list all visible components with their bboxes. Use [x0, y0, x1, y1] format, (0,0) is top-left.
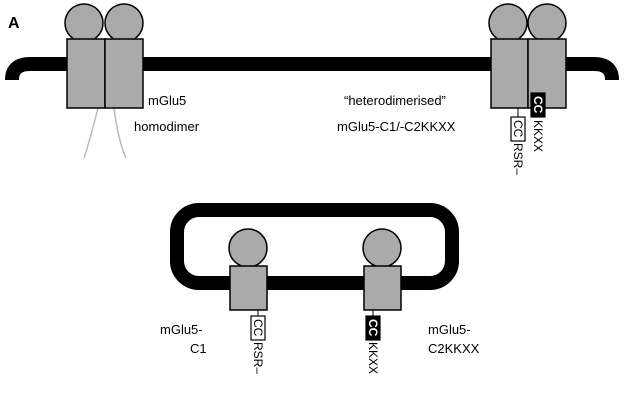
- c1-tag-rsr-text: RSR–: [251, 342, 265, 374]
- c2-tag: CC KKXX: [365, 315, 381, 374]
- c2-label-line2: C2KKXX: [428, 341, 480, 356]
- homodimer-tail-left: [83, 107, 99, 159]
- c1-head: [228, 228, 268, 268]
- c1-body: [229, 265, 268, 311]
- c2-tag-kkxx-text: KKXX: [366, 342, 380, 374]
- homodimer-body-right: [104, 38, 144, 109]
- homodimer-label: mGlu5 homodimer: [134, 93, 200, 134]
- c1-label: mGlu5- C1: [160, 322, 207, 356]
- tag-c1-cc-text: CC: [511, 120, 525, 138]
- heterodimer-head-left: [488, 3, 528, 43]
- homodimer-tail-right: [113, 107, 127, 159]
- homodimer-label-line1: mGlu5: [148, 93, 186, 108]
- panel-label: A: [8, 15, 20, 32]
- homodimer-head-right: [104, 3, 144, 43]
- c1-tag-cc-text: CC: [251, 319, 265, 337]
- c1-label-line1: mGlu5-: [160, 322, 203, 337]
- heterodimer-label-line2: mGlu5-C1/-C2KKXX: [337, 119, 456, 134]
- c2-tag-cc-text: CC: [366, 319, 380, 337]
- c1-tag: CC RSR–: [250, 315, 266, 374]
- tag-c1-rsr-text: RSR–: [511, 143, 525, 175]
- c2-label: mGlu5- C2KKXX: [428, 322, 480, 356]
- homodimer-head-left: [64, 3, 104, 43]
- c2-body: [363, 265, 402, 311]
- c2-label-line1: mGlu5-: [428, 322, 471, 337]
- c1-label-line2: C1: [190, 341, 207, 356]
- c2-head: [362, 228, 402, 268]
- tag-c2-cc-text: CC: [531, 96, 545, 114]
- heterodimer-head-right: [527, 3, 567, 43]
- heterodimer-label: “heterodimerised” mGlu5-C1/-C2KKXX: [337, 93, 456, 134]
- heterodimer-label-line1: “heterodimerised”: [344, 93, 446, 108]
- homodimer-label-line2: homodimer: [134, 119, 200, 134]
- heterodimer-tag-c1: CC RSR–: [510, 116, 526, 175]
- heterodimer-tag-c2: CC KKXX: [530, 92, 546, 152]
- bottom-membrane-loop: [170, 203, 459, 290]
- top-membrane: [5, 57, 619, 81]
- homodimer-body-left: [66, 38, 106, 109]
- tag-c2-kkxx-text: KKXX: [531, 120, 545, 152]
- heterodimer-body-left: [490, 38, 529, 109]
